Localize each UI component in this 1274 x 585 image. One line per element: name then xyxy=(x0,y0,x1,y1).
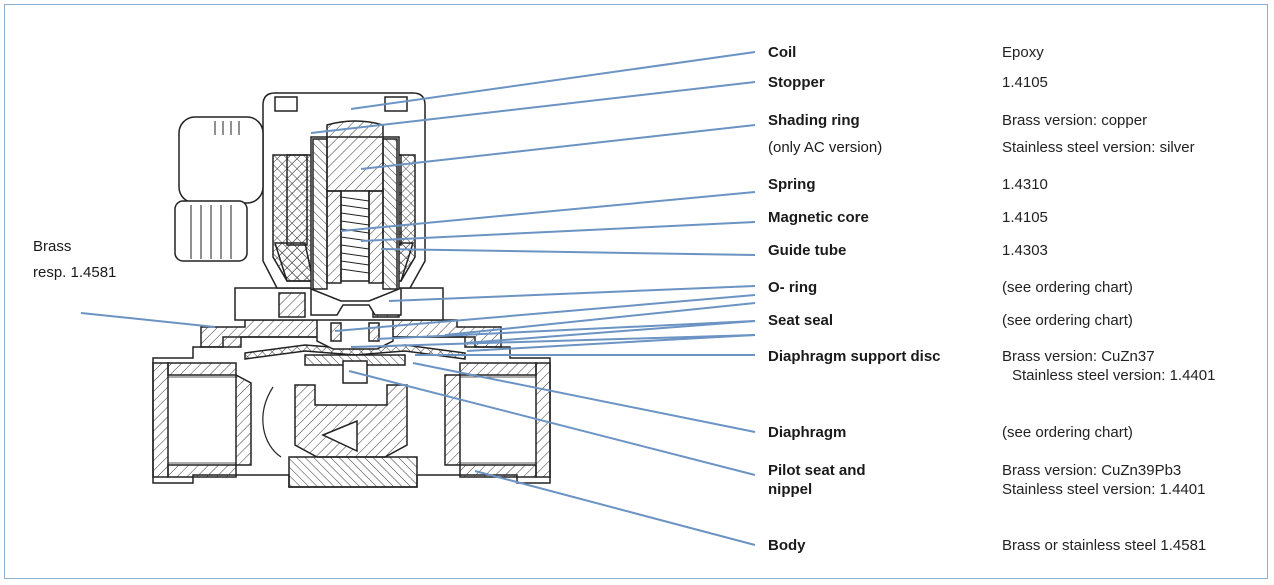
left-label-line2: resp. 1.4581 xyxy=(33,264,117,281)
part-name-magnetic-core: Magnetic core xyxy=(768,209,869,226)
material-shading-ring: Brass version: copper xyxy=(1002,112,1148,129)
material-magnetic-core: 1.4105 xyxy=(1002,209,1048,226)
part-name-guide-tube: Guide tube xyxy=(768,242,847,259)
material-body: Brass or stainless steel 1.4581 xyxy=(1002,537,1207,554)
valve-body-shape xyxy=(152,317,551,488)
leader-lines xyxy=(80,51,756,546)
part-name-o-ring: O- ring xyxy=(768,279,818,296)
solenoid-valve-drawing xyxy=(80,51,756,546)
part-name-diaphragm: Diaphragm xyxy=(768,424,847,441)
part-name-stopper: Stopper xyxy=(768,74,825,91)
material-seat-seal: (see ordering chart) xyxy=(1002,312,1133,329)
material-pilot-seat: Brass version: CuZn39Pb3 xyxy=(1002,462,1182,479)
coil-housing-shape xyxy=(262,92,426,302)
left-material-label: Brass resp. 1.4581 xyxy=(33,237,116,282)
material-diaphragm-support-disc: Brass version: CuZn37 xyxy=(1002,348,1155,365)
material-pilot-seat-2: Stainless steel version: 1.4401 xyxy=(1002,481,1206,498)
material-coil: Epoxy xyxy=(1002,44,1044,61)
part-name-pilot-seat-line2: nippel xyxy=(768,481,813,498)
part-name-shading-ring: Shading ring xyxy=(768,112,860,129)
material-stopper: 1.4105 xyxy=(1002,74,1048,91)
part-name-pilot-seat: Pilot seat and xyxy=(768,462,866,479)
part-subnote-shading-ring: (only AC version) xyxy=(768,139,883,156)
material-guide-tube: 1.4303 xyxy=(1002,242,1048,259)
part-name-seat-seal: Seat seal xyxy=(768,312,834,329)
part-name-body: Body xyxy=(768,537,806,554)
material-shading-ring-2: Stainless steel version: silver xyxy=(1002,139,1195,156)
part-name-coil: Coil xyxy=(768,44,797,61)
material-spring: 1.4310 xyxy=(1002,176,1048,193)
diagram-frame: Brass resp. 1.4581 Coil Stopper Shading … xyxy=(4,4,1268,579)
material-diaphragm: (see ordering chart) xyxy=(1002,424,1133,441)
part-name-diaphragm-support-disc: Diaphragm support disc xyxy=(768,348,941,365)
part-name-spring: Spring xyxy=(768,176,816,193)
material-o-ring: (see ordering chart) xyxy=(1002,279,1133,296)
connector-shape xyxy=(174,116,264,262)
material-diaphragm-support-disc-2: Stainless steel version: 1.4401 xyxy=(1012,367,1216,384)
left-label-line1: Brass xyxy=(33,238,72,255)
